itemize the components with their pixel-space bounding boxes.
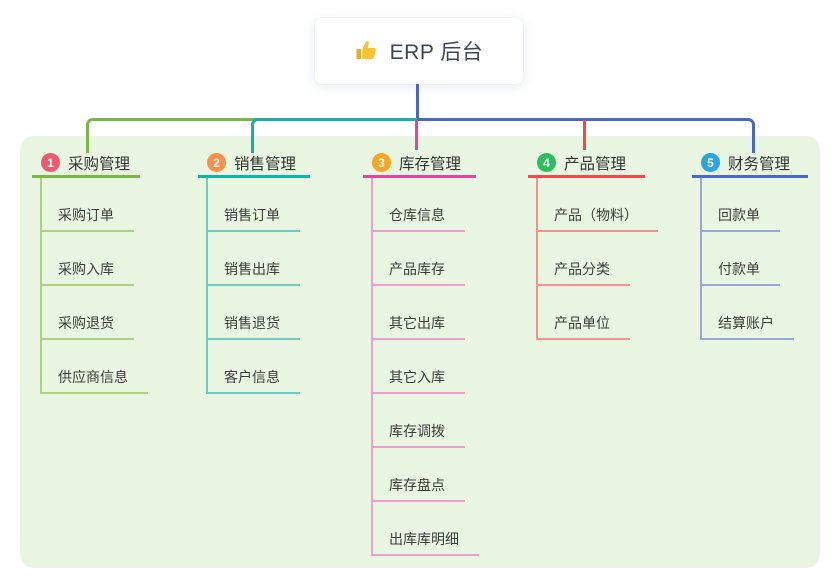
- leaf-item[interactable]: 仓库信息: [371, 202, 465, 232]
- branch-badge: 4: [537, 153, 556, 172]
- branch-purchase: 1 采购管理 采购订单 采购入库 采购退货 供应商信息: [32, 150, 148, 394]
- branch-sales: 2 销售管理 销售订单 销售出库 销售退货 客户信息: [198, 150, 310, 394]
- connector-root-drop: [416, 84, 419, 120]
- leaf-item[interactable]: 库存盘点: [371, 472, 465, 502]
- branch-header-product[interactable]: 4 产品管理: [528, 150, 645, 178]
- branch-badge: 5: [701, 153, 720, 172]
- branch-vline: [206, 178, 208, 394]
- branch-title: 采购管理: [68, 155, 131, 173]
- root-title: ERP 后台: [389, 41, 484, 64]
- branch-finance: 5 财务管理 回款单 付款单 结算账户: [692, 150, 808, 340]
- branch-badge: 2: [207, 153, 226, 172]
- leaf-item[interactable]: 采购退货: [40, 310, 134, 340]
- leaf-item[interactable]: 销售退货: [206, 310, 300, 340]
- leaf-item[interactable]: 采购订单: [40, 202, 134, 232]
- leaf-item[interactable]: 销售出库: [206, 256, 300, 286]
- branch-badge: 3: [372, 153, 391, 172]
- branch-title: 产品管理: [564, 155, 627, 173]
- branch-header-finance[interactable]: 5 财务管理: [692, 150, 808, 178]
- root-node-erp[interactable]: ERP 后台: [315, 18, 523, 84]
- leaf-item[interactable]: 产品库存: [371, 256, 465, 286]
- leaf-item[interactable]: 客户信息: [206, 364, 300, 394]
- leaf-item[interactable]: 付款单: [700, 256, 780, 286]
- branch-product: 4 产品管理 产品（物料） 产品分类 产品单位: [528, 150, 658, 340]
- branches-panel: [20, 136, 820, 568]
- branch-title: 财务管理: [728, 155, 791, 173]
- leaf-item[interactable]: 库存调拨: [371, 418, 465, 448]
- branch-title: 库存管理: [399, 155, 462, 173]
- leaf-item[interactable]: 供应商信息: [40, 364, 148, 394]
- thumbs-up-icon: [356, 41, 376, 59]
- branch-vline: [40, 178, 42, 394]
- leaf-item[interactable]: 其它出库: [371, 310, 465, 340]
- branch-header-purchase[interactable]: 1 采购管理: [32, 150, 140, 178]
- branch-title: 销售管理: [234, 155, 297, 173]
- leaf-item[interactable]: 产品单位: [536, 310, 630, 340]
- branch-vline: [536, 178, 538, 340]
- leaf-item[interactable]: 采购入库: [40, 256, 134, 286]
- branch-inventory: 3 库存管理 仓库信息 产品库存 其它出库 其它入库 库存调拨 库存盘点 出库库…: [363, 150, 479, 556]
- leaf-item[interactable]: 回款单: [700, 202, 780, 232]
- leaf-item[interactable]: 出库库明细: [371, 526, 479, 556]
- branch-badge: 1: [41, 153, 60, 172]
- leaf-item[interactable]: 销售订单: [206, 202, 300, 232]
- leaf-item[interactable]: 结算账户: [700, 310, 794, 340]
- leaf-item[interactable]: 产品（物料）: [536, 202, 658, 232]
- thumbs-up-sleeve: [356, 49, 361, 59]
- branch-header-sales[interactable]: 2 销售管理: [198, 150, 310, 178]
- branch-vline: [371, 178, 373, 556]
- thumbs-up-hand: [361, 41, 376, 59]
- leaf-item[interactable]: 其它入库: [371, 364, 465, 394]
- leaf-item[interactable]: 产品分类: [536, 256, 630, 286]
- branch-vline: [700, 178, 702, 340]
- branch-header-inventory[interactable]: 3 库存管理: [363, 150, 476, 178]
